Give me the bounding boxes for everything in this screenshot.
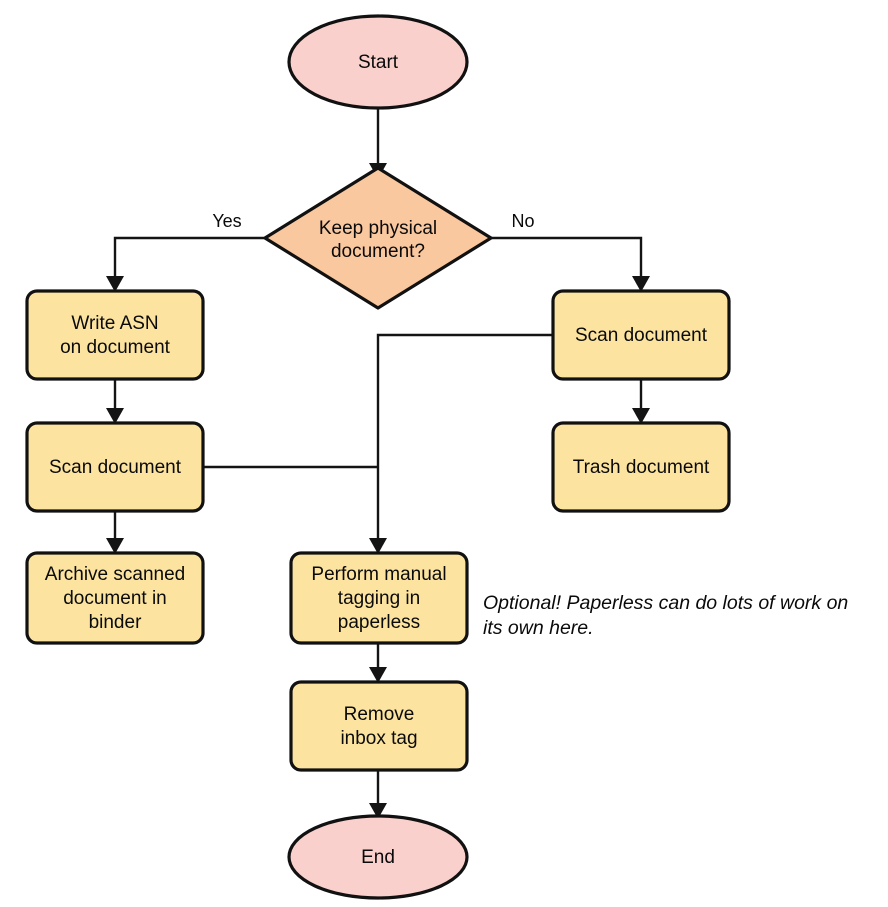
- node-keep-physical-decision[interactable]: Keep physical document?: [263, 166, 493, 310]
- decision-diamond-shape: [263, 166, 493, 310]
- edge-scan-left-to-archive: [106, 511, 124, 554]
- edge-remove-inbox-to-end: [369, 770, 387, 819]
- edge-scan-right-to-trash: [632, 379, 650, 424]
- archive-binder-rect-shape: [25, 551, 205, 645]
- scan-document-right-rect-shape: [551, 289, 731, 381]
- edge-label-no: No: [511, 211, 534, 231]
- trash-document-label: Trash document: [573, 457, 710, 478]
- edge-write-asn-to-scan-left: [106, 379, 124, 424]
- manual-tagging-rect-shape: [289, 551, 469, 645]
- edge-decision-yes-to-write-asn: Yes: [106, 211, 278, 292]
- node-archive-binder[interactable]: Archive scanned document in binder: [25, 551, 205, 645]
- manual-tagging-label-line-2: tagging in: [338, 588, 420, 609]
- edge-tagging-to-remove-inbox: [369, 643, 387, 683]
- node-remove-inbox-tag[interactable]: Remove inbox tag: [289, 680, 469, 772]
- archive-binder-label-line-2: document in: [63, 588, 167, 609]
- decision-label-line-2: document?: [331, 241, 425, 262]
- remove-inbox-tag-label-line-1: Remove: [344, 704, 415, 725]
- remove-inbox-tag-rect-shape: [289, 680, 469, 772]
- end-label: End: [361, 847, 395, 868]
- start-ellipse-shape: [287, 14, 469, 110]
- manual-tagging-label-line-1: Perform manual: [311, 564, 446, 585]
- node-scan-document-right[interactable]: Scan document: [551, 289, 731, 381]
- archive-binder-label-line-3: binder: [89, 612, 142, 633]
- node-layer: Start Keep physical document? Write ASN …: [25, 14, 731, 900]
- annotation-layer: Optional! Paperless can do lots of work …: [483, 592, 848, 639]
- edge-decision-no-to-scan-right: No: [478, 211, 650, 292]
- write-asn-label-line-1: Write ASN: [71, 313, 158, 334]
- end-ellipse-shape: [287, 814, 469, 900]
- scan-document-right-label: Scan document: [575, 325, 708, 346]
- manual-tagging-label-line-3: paperless: [338, 612, 420, 633]
- start-label: Start: [358, 52, 399, 73]
- node-write-asn[interactable]: Write ASN on document: [25, 289, 205, 381]
- scan-document-left-label: Scan document: [49, 457, 182, 478]
- node-scan-document-left[interactable]: Scan document: [25, 421, 205, 513]
- decision-label-line-1: Keep physical: [319, 218, 437, 239]
- node-manual-tagging[interactable]: Perform manual tagging in paperless: [289, 551, 469, 645]
- write-asn-label-line-2: on document: [60, 337, 171, 358]
- annotation-optional-note: Optional! Paperless can do lots of work …: [483, 592, 848, 639]
- remove-inbox-tag-label-line-2: inbox tag: [340, 728, 417, 749]
- write-asn-rect-shape: [25, 289, 205, 381]
- scan-document-left-rect-shape: [25, 421, 205, 513]
- edge-scan-right-to-tagging: [369, 333, 553, 554]
- edge-layer: Yes No: [106, 108, 650, 819]
- annotation-optional-note-line-1: Optional! Paperless can do lots of work …: [483, 592, 848, 614]
- annotation-optional-note-line-2: its own here.: [483, 617, 594, 639]
- trash-document-rect-shape: [551, 421, 731, 513]
- edge-label-yes: Yes: [212, 211, 241, 231]
- node-start[interactable]: Start: [287, 14, 469, 110]
- node-end[interactable]: End: [287, 814, 469, 900]
- node-trash-document[interactable]: Trash document: [551, 421, 731, 513]
- archive-binder-label-line-1: Archive scanned: [45, 564, 185, 585]
